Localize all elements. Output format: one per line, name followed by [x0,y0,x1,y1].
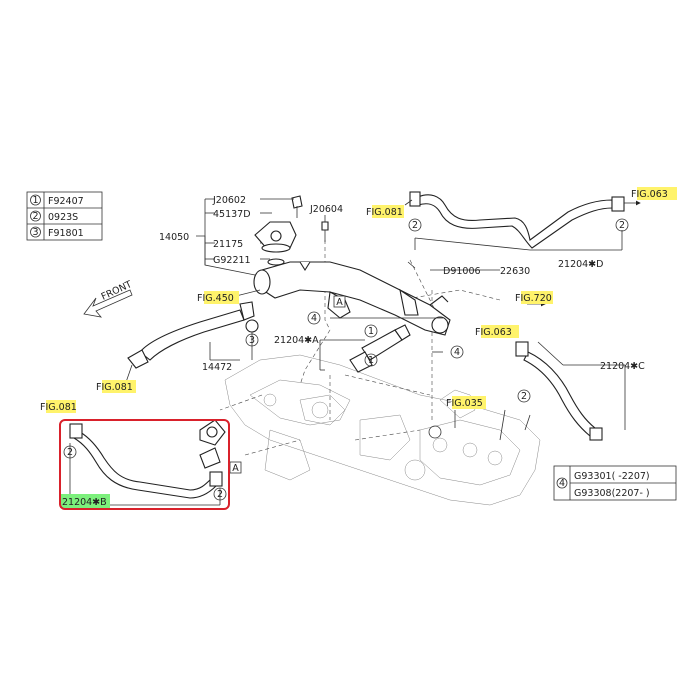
hose-21204-c [515,341,603,441]
fig-ref-035[interactable]: FIG.035 [446,398,483,409]
label-22630: 22630 [500,266,530,277]
label-j20604: J20604 [309,204,343,215]
callout-2-hose-d-right: 2 [619,220,625,231]
callout-4-right: 4 [454,347,460,358]
label-14050: 14050 [159,232,189,243]
fig-ref-081-lower[interactable]: FIG.081 [40,402,77,413]
legend-code-g93301: G93301( -2207) [574,471,650,482]
callout-2-hose-b-left: 2 [67,447,73,458]
fig-ref-081-top[interactable]: FIG.081 [366,207,403,218]
fig-ref-081-left[interactable]: FIG.081 [96,382,133,393]
label-21204-a: 21204✱A [274,335,319,346]
legend-table-bottom: 4 G93301( -2207) G93308(2207- ) [553,465,677,501]
fig-ref-063-top[interactable]: FIG.063 [631,189,668,200]
label-14472: 14472 [202,362,232,373]
callout-3-hose-14472: 3 [249,335,255,346]
hose-21204-d [409,191,625,249]
engine-block-sketch [224,354,541,506]
fig-ref-720[interactable]: FIG.720 [515,293,552,304]
label-21175: 21175 [213,239,243,250]
legend-num-4: 4 [559,478,565,489]
fig-ref-450[interactable]: FIG.450 [197,293,234,304]
label-45137d: 45137D [213,209,251,220]
callout-markers: 2 2 1 1 4 4 3 2 2 2 [63,218,629,501]
selection-box-21204-b[interactable] [59,419,230,510]
front-arrow: FRONT [83,279,134,318]
legend-code-1: F92407 [48,196,84,207]
legend-code-2: 0923S [48,212,78,223]
legend-code-3: F91801 [48,228,84,239]
callout-a-upper: A [336,297,343,308]
label-d91006: D91006 [443,266,481,277]
legend-table-top: 1 2 3 F92407 0923S F91801 [26,191,103,241]
label-g92211: G92211 [213,255,251,266]
callout-2-hose-d-left: 2 [412,220,418,231]
label-21204-c: 21204✱C [600,361,645,372]
legend-num-3: 3 [32,227,38,238]
hose-14472 [127,301,259,369]
hose-21204-b [69,419,226,499]
callout-4-upper: 4 [311,313,317,324]
water-pipe-assembly [253,261,451,336]
legend-code-g93308: G93308(2207- ) [574,488,650,499]
fig-ref-063-right[interactable]: FIG.063 [475,327,512,338]
callout-2-hose-b-right: 2 [217,489,223,500]
thermostat-parts [254,195,329,266]
label-21204-d: 21204✱D [558,259,604,270]
hose-21204-a [349,324,411,373]
legend-num-2: 2 [32,211,38,222]
callout-a-lower: A [232,463,239,474]
reference-box-a-lower: A [229,461,242,474]
legend-num-1: 1 [32,195,38,206]
callout-1-lower: 1 [368,355,374,366]
label-j20602: J20602 [212,195,246,206]
callout-2-hose-c: 2 [521,391,527,402]
leader-lines [69,198,626,506]
label-21204-b[interactable]: 21204✱B [62,497,107,508]
reference-box-a-upper: A [333,295,346,308]
callout-1-upper: 1 [368,326,374,337]
